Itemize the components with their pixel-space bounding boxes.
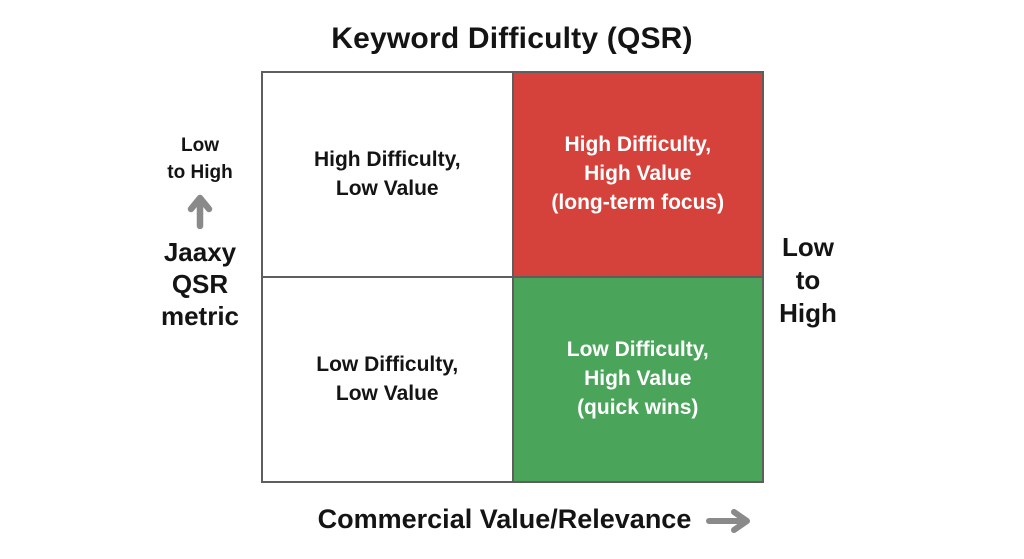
diagram-title: Keyword Difficulty (QSR) bbox=[331, 22, 693, 55]
right-axis-range-line: High bbox=[779, 298, 837, 329]
quadrant-matrix: High Difficulty, Low Value High Difficul… bbox=[261, 71, 764, 483]
quadrant-label-line: Low Difficulty, bbox=[566, 338, 709, 362]
y-axis-range-line: Low bbox=[181, 135, 219, 156]
quadrant-low-difficulty-high-value: Low Difficulty, High Value (quick wins) bbox=[513, 278, 762, 481]
quadrant-label-line: Low Difficulty, bbox=[316, 352, 459, 376]
up-arrow-icon bbox=[187, 193, 213, 229]
y-axis-labels: Low to High Jaaxy QSR metric bbox=[125, 133, 275, 333]
quadrant-high-difficulty-high-value: High Difficulty, High Value (long-term f… bbox=[513, 73, 762, 276]
quadrant-label-line: Low Value bbox=[335, 176, 439, 200]
right-axis-range-label: Low to High bbox=[766, 231, 850, 330]
quadrant-label-line: Low Value bbox=[335, 381, 439, 405]
y-axis-range-label: Low to High bbox=[167, 133, 232, 187]
y-axis-metric-line: QSR bbox=[171, 268, 229, 299]
y-axis-metric-line: metric bbox=[160, 300, 240, 331]
x-axis-label-group: Commercial Value/Relevance bbox=[282, 503, 787, 535]
quadrant-label-line: High Value bbox=[584, 367, 692, 391]
quadrant-high-difficulty-low-value: High Difficulty, Low Value bbox=[263, 73, 512, 276]
quadrant-label-line: High Difficulty, bbox=[313, 147, 461, 171]
quadrant-label-line: (quick wins) bbox=[577, 395, 699, 419]
quadrant-label-line: High Value bbox=[584, 162, 692, 186]
right-axis-range-line: to bbox=[795, 265, 821, 296]
y-axis-metric-line: Jaaxy bbox=[163, 236, 237, 267]
quadrant-label-line: High Difficulty, bbox=[564, 133, 712, 157]
y-axis-range-line: to High bbox=[167, 161, 233, 183]
right-arrow-icon bbox=[705, 508, 751, 534]
quadrant-label-line: (long-term focus) bbox=[551, 190, 725, 214]
y-axis-metric-label: Jaaxy QSR metric bbox=[161, 237, 239, 333]
right-axis-range-line: Low bbox=[782, 232, 834, 262]
x-axis-label: Commercial Value/Relevance bbox=[317, 504, 692, 534]
quadrant-low-difficulty-low-value: Low Difficulty, Low Value bbox=[263, 278, 512, 481]
